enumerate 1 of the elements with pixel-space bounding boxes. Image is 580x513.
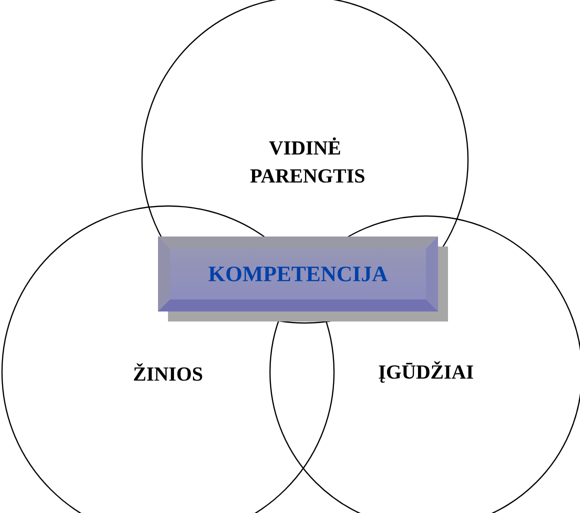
banner-box: KOMPETENCIJA xyxy=(158,236,448,322)
